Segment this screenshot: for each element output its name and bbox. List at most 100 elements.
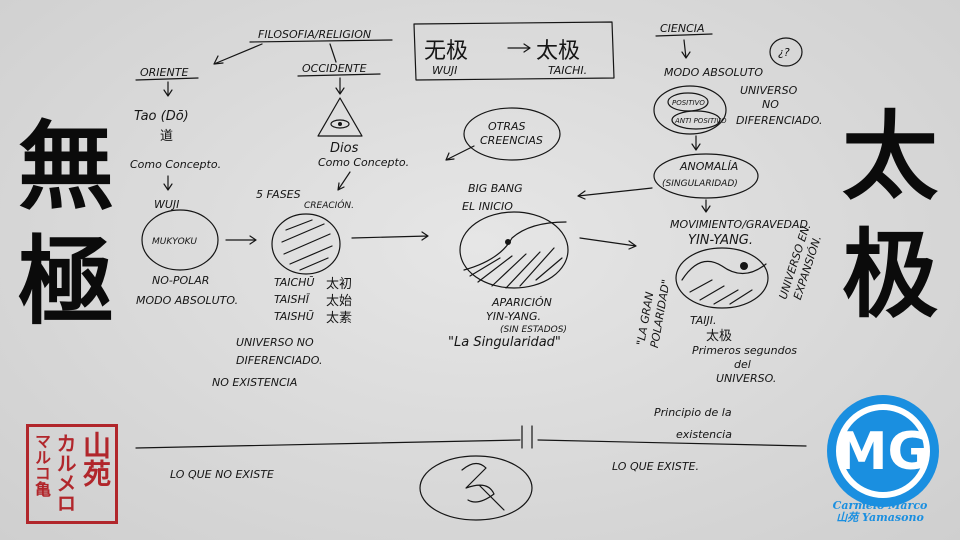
universo-label: UNIVERSO xyxy=(740,84,798,97)
bottom-existencia: existencia xyxy=(676,428,732,441)
seal-yamasono: 山苑 xyxy=(79,431,112,487)
divider-mark xyxy=(521,425,533,449)
taiji-kanji-small: 太极 xyxy=(706,329,732,344)
kanji-tai: 太 xyxy=(842,100,938,213)
dios-label: Dios xyxy=(330,141,359,156)
arrow-creencias xyxy=(445,145,475,161)
bigbang-circle xyxy=(459,211,569,289)
eye-triangle xyxy=(317,97,363,137)
taiji-label: TAIJI. xyxy=(690,314,716,327)
taichu-romaji: TAICHŪ xyxy=(274,276,314,289)
arrow-to-movimiento xyxy=(701,199,711,213)
otras-label: OTRAS xyxy=(488,120,526,133)
taishi-kanji: 太始 xyxy=(326,294,352,309)
box-taiji-kanji: 太极 xyxy=(536,39,580,64)
yinyang-mid: YIN-YANG. xyxy=(486,310,541,323)
kanji-mu: 無 xyxy=(18,110,114,223)
yinyang-right: YIN-YANG. xyxy=(688,233,753,248)
fases-label: 5 FASES xyxy=(256,188,301,201)
arrow-to-wuji xyxy=(163,175,173,191)
eye-icon xyxy=(330,119,350,129)
positivo-label: POSITIVO xyxy=(672,99,705,107)
mukyoku-label: MUKYOKU xyxy=(152,237,197,247)
mg-logo: MG xyxy=(827,395,939,507)
inicio-label: EL INICIO xyxy=(462,200,513,213)
box-wuji-kanji: 无极 xyxy=(424,39,468,64)
label-filosofia: FILOSOFIA/RELIGION xyxy=(258,28,371,41)
expansion-group: UNIVERSO EN EXPANSIÓN. xyxy=(776,225,824,302)
universo2-label: UNIVERSO. xyxy=(716,372,776,385)
bigbang-label: BIG BANG xyxy=(468,182,523,195)
eye-pupil xyxy=(338,122,342,126)
question-circle xyxy=(769,37,803,67)
logo-letters: MG xyxy=(836,422,930,482)
dios-concept: Como Concepto. xyxy=(318,156,409,169)
logo-caption: Carmelo Marco 山苑 Yamasono xyxy=(800,500,960,524)
underline-filosofia xyxy=(249,39,393,43)
bigbang-divider xyxy=(463,221,567,271)
logo-ring xyxy=(836,404,930,498)
kanji-ji: 极 xyxy=(842,218,938,331)
diferenciado-label: DIFERENCIADO. xyxy=(736,114,822,127)
tao-kanji: 道 xyxy=(160,129,173,144)
positive-circle xyxy=(653,85,727,135)
kanji-kyoku: 極 xyxy=(18,225,114,338)
anomalia-circle xyxy=(653,153,759,199)
wuji-label: WUJI xyxy=(154,198,179,211)
signature-ring xyxy=(419,455,533,521)
movimiento-label: MOVIMIENTO/GRAVEDAD. xyxy=(670,218,812,231)
no-label: NO xyxy=(762,98,779,111)
underline-occidente xyxy=(297,73,381,77)
primeros-segundos: Primeros segundos xyxy=(692,344,797,357)
arrow-occidente-down xyxy=(335,77,345,95)
creation-circle xyxy=(271,213,341,275)
question-mark: ¿? xyxy=(778,46,790,59)
bigbang-dot xyxy=(505,239,511,245)
bottom-universo: UNIVERSO NO xyxy=(236,336,314,349)
arrow-ciencia xyxy=(681,39,691,59)
antipositivo-label: ANTI POSITIVO xyxy=(674,117,727,125)
label-ciencia: CIENCIA xyxy=(660,22,705,35)
creacion-label: CREACIÓN. xyxy=(304,199,354,211)
logo-disc xyxy=(827,395,939,507)
antipositivo-bubble xyxy=(671,110,721,130)
seal-stamp: 山苑 カルメロ マルコ亀 xyxy=(26,424,118,524)
taiji-dot xyxy=(740,262,748,270)
signature-mark xyxy=(461,462,505,511)
arrow-mukyoku-to-creation xyxy=(225,235,257,245)
lo-que-no-existe: LO QUE NO EXISTE xyxy=(170,468,274,481)
taiji-curve xyxy=(681,260,767,281)
divider-line xyxy=(135,439,807,449)
bottom-principio: Principio de la xyxy=(654,406,732,419)
del-label: del xyxy=(734,358,751,371)
lo-que-existe: LO QUE EXISTE. xyxy=(612,460,699,473)
la-singularidad: "La Singularidad" xyxy=(448,335,561,350)
arrow-to-anomalia xyxy=(691,135,701,151)
arrow-to-occidente xyxy=(329,43,337,63)
bottom-diferenciado: DIFERENCIADO. xyxy=(236,354,322,367)
sin-estados: (SIN ESTADOS) xyxy=(500,325,567,335)
seal-karumero: カルメロ xyxy=(53,433,77,513)
box-wuji-romaji: WUJI xyxy=(432,64,457,77)
bigbang-hatching xyxy=(469,247,563,289)
mukyoku-circle xyxy=(141,209,219,271)
taichu-kanji: 太初 xyxy=(326,277,352,292)
taiji-hatching xyxy=(689,279,753,305)
arrow-to-oriente xyxy=(213,43,263,65)
seal-maruko: マルコ亀 xyxy=(32,433,51,497)
creencias-label: CREENCIAS xyxy=(480,134,543,147)
box-taichi-romaji: TAICHI. xyxy=(548,64,587,77)
creation-hatching xyxy=(281,219,333,271)
box-arrow xyxy=(507,43,531,53)
arrow-dios-to-creation xyxy=(337,171,351,191)
underline-ciencia xyxy=(655,33,713,37)
tao-concept: Como Concepto. xyxy=(130,158,221,171)
wuji-taiji-box xyxy=(413,21,615,81)
tao-label: Tao (Dō) xyxy=(134,109,189,124)
label-oriente: ORIENTE xyxy=(140,66,188,79)
arrow-to-bigbang xyxy=(351,231,429,241)
taishu-romaji: TAISHŪ xyxy=(274,310,314,323)
otras-creencias-circle xyxy=(463,107,561,161)
